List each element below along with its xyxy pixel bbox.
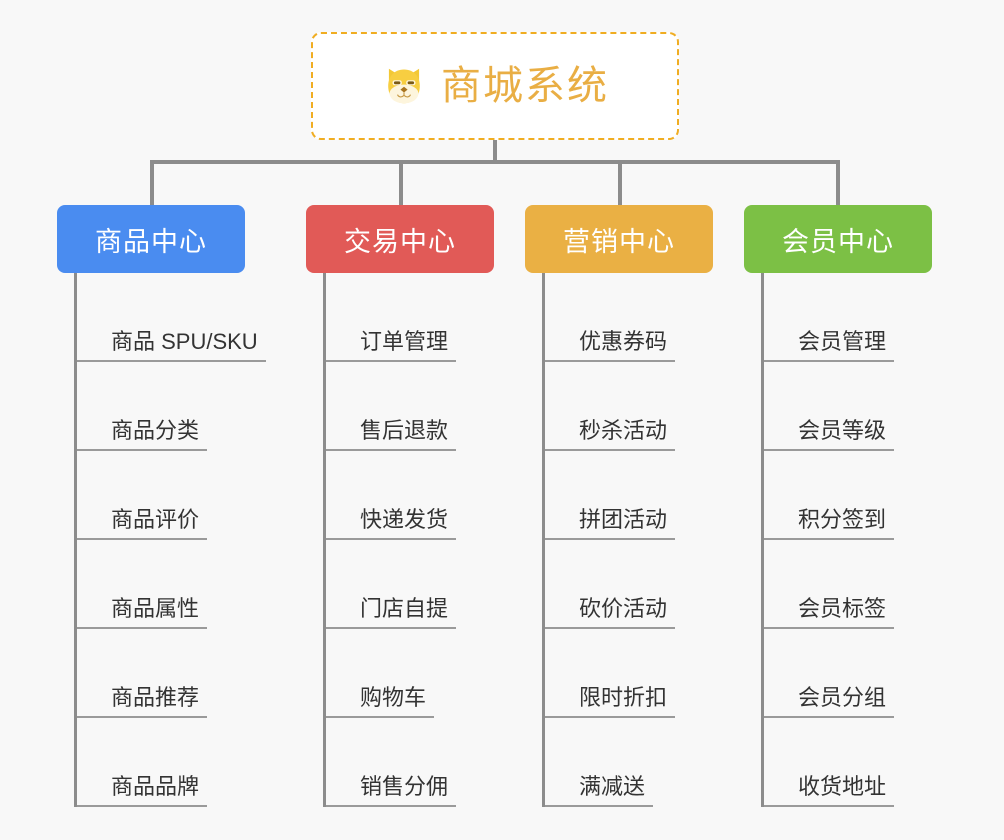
list-item[interactable]: 拼团活动 — [545, 451, 713, 540]
connector-drop-3 — [618, 160, 622, 206]
leaf-label: 购物车 — [352, 685, 435, 718]
list-item[interactable]: 商品推荐 — [77, 629, 245, 718]
list-item[interactable]: 砍价活动 — [545, 540, 713, 629]
list-item[interactable]: 会员分组 — [764, 629, 932, 718]
category-column-trade: 交易中心 订单管理 售后退款 快递发货 门店自提 购物车 销售分佣 — [306, 205, 494, 807]
leaf-label: 优惠券码 — [571, 329, 676, 362]
leaf-list-marketing: 优惠券码 秒杀活动 拼团活动 砍价活动 限时折扣 满减送 — [542, 273, 713, 807]
leaf-label: 售后退款 — [352, 418, 457, 451]
leaf-label: 商品评价 — [103, 507, 208, 540]
connector-horizontal-bus — [150, 160, 840, 164]
list-item[interactable]: 会员管理 — [764, 273, 932, 362]
list-item[interactable]: 商品评价 — [77, 451, 245, 540]
list-item[interactable]: 销售分佣 — [326, 718, 494, 807]
list-item[interactable]: 购物车 — [326, 629, 494, 718]
connector-drop-2 — [399, 160, 403, 206]
leaf-list-trade: 订单管理 售后退款 快递发货 门店自提 购物车 销售分佣 — [323, 273, 494, 807]
list-item[interactable]: 满减送 — [545, 718, 713, 807]
leaf-label: 商品分类 — [103, 418, 208, 451]
leaf-label: 会员管理 — [790, 329, 895, 362]
leaf-list-products: 商品 SPU/SKU 商品分类 商品评价 商品属性 商品推荐 商品品牌 — [74, 273, 266, 807]
list-item[interactable]: 优惠券码 — [545, 273, 713, 362]
list-item[interactable]: 收货地址 — [764, 718, 932, 807]
list-item[interactable]: 秒杀活动 — [545, 362, 713, 451]
leaf-label: 砍价活动 — [571, 596, 676, 629]
leaf-label: 订单管理 — [352, 329, 457, 362]
connector-drop-1 — [150, 160, 154, 206]
category-header-marketing[interactable]: 营销中心 — [525, 205, 713, 273]
leaf-label: 商品品牌 — [103, 774, 208, 807]
leaf-label: 门店自提 — [352, 596, 457, 629]
root-title: 商城系统 — [441, 64, 609, 108]
list-item[interactable]: 售后退款 — [326, 362, 494, 451]
list-item[interactable]: 门店自提 — [326, 540, 494, 629]
leaf-label: 收货地址 — [790, 774, 895, 807]
leaf-label: 拼团活动 — [571, 507, 676, 540]
leaf-list-member: 会员管理 会员等级 积分签到 会员标签 会员分组 收货地址 — [761, 273, 932, 807]
leaf-label: 会员等级 — [790, 418, 895, 451]
list-item[interactable]: 会员等级 — [764, 362, 932, 451]
category-header-member[interactable]: 会员中心 — [744, 205, 932, 273]
category-column-member: 会员中心 会员管理 会员等级 积分签到 会员标签 会员分组 收货地址 — [744, 205, 932, 807]
list-item[interactable]: 快递发货 — [326, 451, 494, 540]
list-item[interactable]: 商品品牌 — [77, 718, 245, 807]
leaf-label: 商品属性 — [103, 596, 208, 629]
leaf-label: 商品 SPU/SKU — [103, 329, 266, 362]
leaf-label: 销售分佣 — [352, 774, 457, 807]
category-column-products: 商品中心 商品 SPU/SKU 商品分类 商品评价 商品属性 商品推荐 商品品牌 — [57, 205, 266, 807]
leaf-label: 限时折扣 — [571, 685, 676, 718]
list-item[interactable]: 订单管理 — [326, 273, 494, 362]
list-item[interactable]: 商品分类 — [77, 362, 245, 451]
shiba-dog-face-icon — [388, 68, 420, 104]
connector-root-stem — [493, 140, 497, 162]
root-node-shop-system[interactable]: 商城系统 — [311, 32, 679, 140]
list-item[interactable]: 积分签到 — [764, 451, 932, 540]
leaf-label: 快递发货 — [352, 507, 457, 540]
leaf-label: 秒杀活动 — [571, 418, 676, 451]
leaf-label: 商品推荐 — [103, 685, 208, 718]
leaf-label: 会员分组 — [790, 685, 895, 718]
leaf-label: 积分签到 — [790, 507, 895, 540]
list-item[interactable]: 商品属性 — [77, 540, 245, 629]
list-item[interactable]: 商品 SPU/SKU — [77, 273, 266, 362]
connector-drop-4 — [836, 160, 840, 206]
category-header-trade[interactable]: 交易中心 — [306, 205, 494, 273]
leaf-label: 满减送 — [571, 774, 654, 807]
leaf-label: 会员标签 — [790, 596, 895, 629]
list-item[interactable]: 限时折扣 — [545, 629, 713, 718]
category-column-marketing: 营销中心 优惠券码 秒杀活动 拼团活动 砍价活动 限时折扣 满减送 — [525, 205, 713, 807]
category-header-products[interactable]: 商品中心 — [57, 205, 245, 273]
list-item[interactable]: 会员标签 — [764, 540, 932, 629]
